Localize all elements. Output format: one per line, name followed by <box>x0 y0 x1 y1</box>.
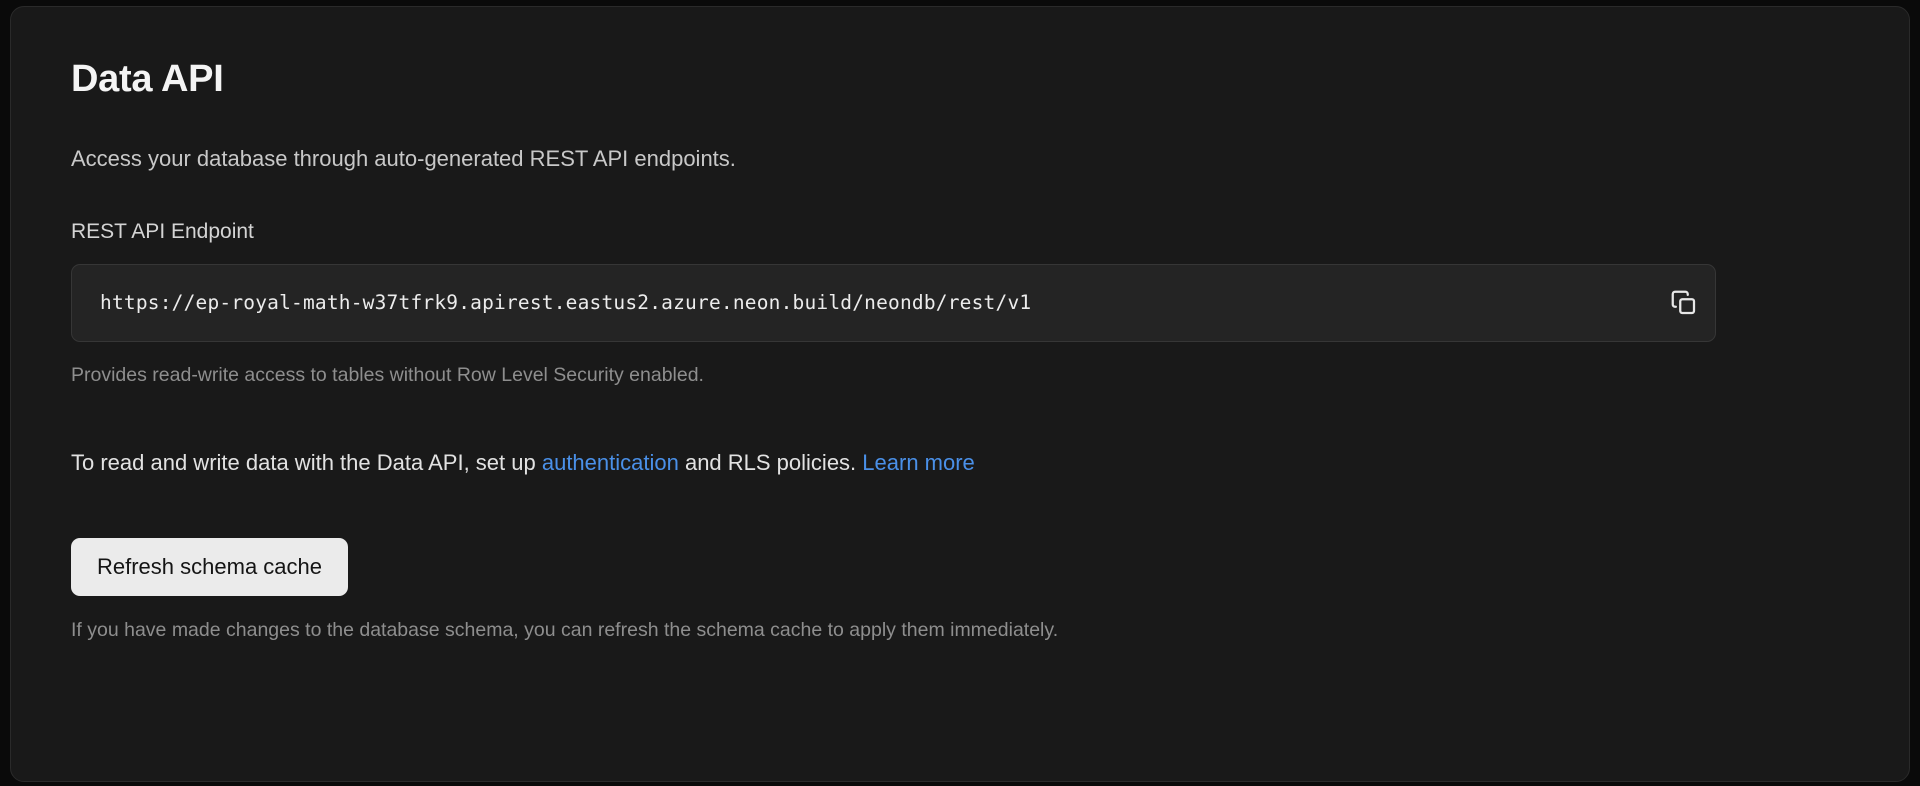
rest-api-endpoint-field: REST API Endpoint Provides read-write ac… <box>71 173 1849 388</box>
rest-api-endpoint-input[interactable] <box>72 290 1653 316</box>
learn-more-link[interactable]: Learn more <box>862 449 975 475</box>
data-api-info-paragraph: To read and write data with the Data API… <box>71 410 1849 478</box>
card-description: Access your database through auto-genera… <box>71 145 736 171</box>
authentication-link[interactable]: authentication <box>541 449 679 475</box>
info-text-before: To read and write data with the Data API… <box>71 449 542 475</box>
refresh-schema-cache-button[interactable]: Refresh schema cache <box>71 537 348 596</box>
info-text-middle: and RLS policies. <box>678 449 863 475</box>
endpoint-hint: Provides read-write access to tables wit… <box>71 363 704 386</box>
data-api-card: Data API Access your database through au… <box>10 6 1910 782</box>
page-title: Data API <box>71 58 224 100</box>
refresh-schema-cache-hint: If you have made changes to the database… <box>71 618 1059 641</box>
copy-icon <box>1669 288 1699 318</box>
rest-api-endpoint-label: REST API Endpoint <box>71 220 254 244</box>
endpoint-input-row <box>71 263 1716 342</box>
copy-endpoint-button[interactable] <box>1653 265 1715 341</box>
